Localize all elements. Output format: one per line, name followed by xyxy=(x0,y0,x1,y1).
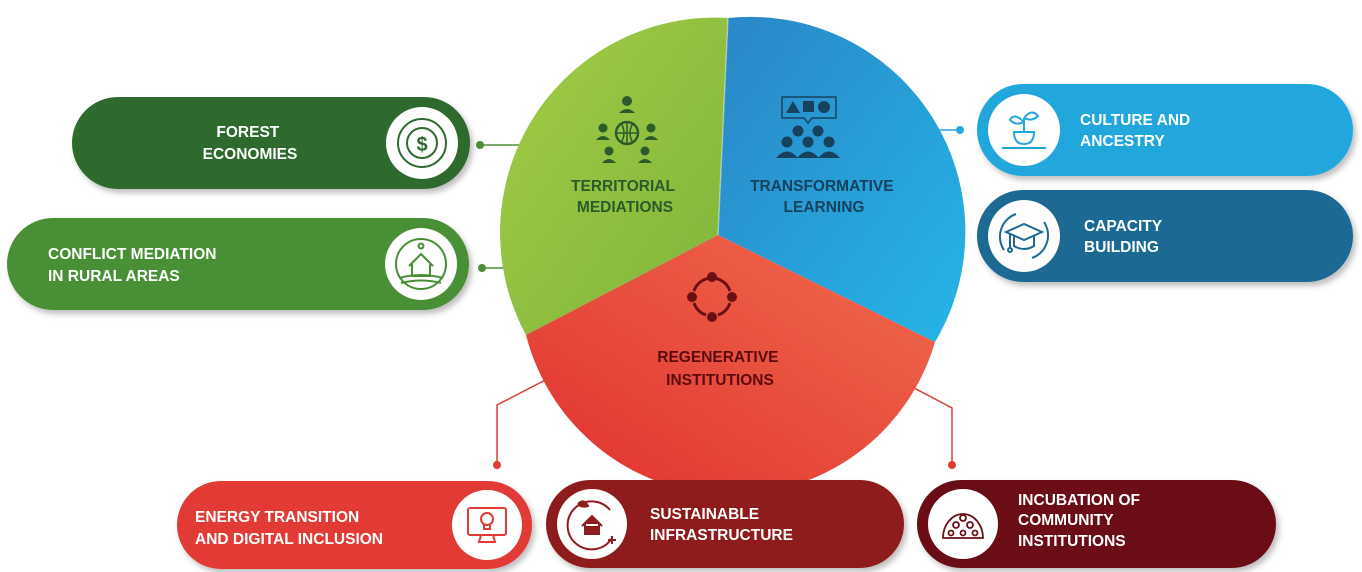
pill-icon-bg-forest xyxy=(386,107,458,179)
eco-house-icon xyxy=(566,500,616,551)
pill-label-forest: FOREST ECONOMIES xyxy=(203,124,298,163)
segment-label-transformative: TRANSFORMATIVE LEARNING xyxy=(750,178,898,216)
segment-transformative[interactable] xyxy=(718,16,966,343)
svg-text:$: $ xyxy=(416,134,427,156)
rural-house-icon xyxy=(395,238,447,290)
plant-sprout-icon xyxy=(1002,111,1046,149)
segment-divider xyxy=(717,17,729,236)
segment-label-territorial: TERRITORIAL MEDIATIONS xyxy=(571,178,679,216)
globe-network-icon xyxy=(596,96,658,163)
pill-label-conflict: CONFLICT MEDIATION IN RURAL AREAS xyxy=(48,246,221,285)
pill-icon-bg-incubation xyxy=(928,489,998,559)
segment-regenerative[interactable] xyxy=(526,235,935,495)
money-cycle-icon: $ xyxy=(397,118,447,168)
connector-dot-conflict xyxy=(478,264,486,272)
segment-territorial[interactable] xyxy=(500,17,728,335)
community-dome-icon xyxy=(942,513,984,539)
connector-dot-culture xyxy=(956,126,964,134)
pill-label-sustainable: SUSTAINABLE INFRASTRUCTURE xyxy=(650,506,793,544)
pill-culture-ancestry[interactable] xyxy=(977,84,1353,176)
graduation-cap-icon xyxy=(999,213,1049,259)
segment-label-regenerative: REGENERATIVE INSTITUTIONS xyxy=(657,349,782,389)
pill-forest-economies[interactable] xyxy=(72,97,470,189)
monitor-bulb-icon xyxy=(467,507,507,543)
pill-sustainable-infrastructure[interactable] xyxy=(546,480,904,568)
pill-conflict-mediation[interactable] xyxy=(7,218,469,310)
connector-dot-incubation xyxy=(948,461,956,469)
circular-arrows-icon xyxy=(687,272,737,322)
pill-label-incubation: INCUBATION OF COMMUNITY INSTITUTIONS xyxy=(1018,492,1144,550)
pill-label-culture: CULTURE AND ANCESTRY xyxy=(1080,112,1195,150)
pill-label-energy: ENERGY TRANSITION AND DIGITAL INCLUSION xyxy=(195,509,383,548)
connector-dot-energy xyxy=(493,461,501,469)
connector-energy xyxy=(496,374,556,465)
pill-incubation[interactable] xyxy=(917,480,1276,568)
pill-capacity-building[interactable] xyxy=(977,190,1353,282)
group-learning-icon xyxy=(776,96,840,158)
connector-dot-forest xyxy=(476,141,484,149)
pill-label-capacity: CAPACITY BUILDING xyxy=(1084,218,1166,256)
pill-energy-transition[interactable] xyxy=(177,481,532,569)
pill-icon-bg-capacity xyxy=(988,200,1060,272)
pie-chart xyxy=(500,16,966,495)
